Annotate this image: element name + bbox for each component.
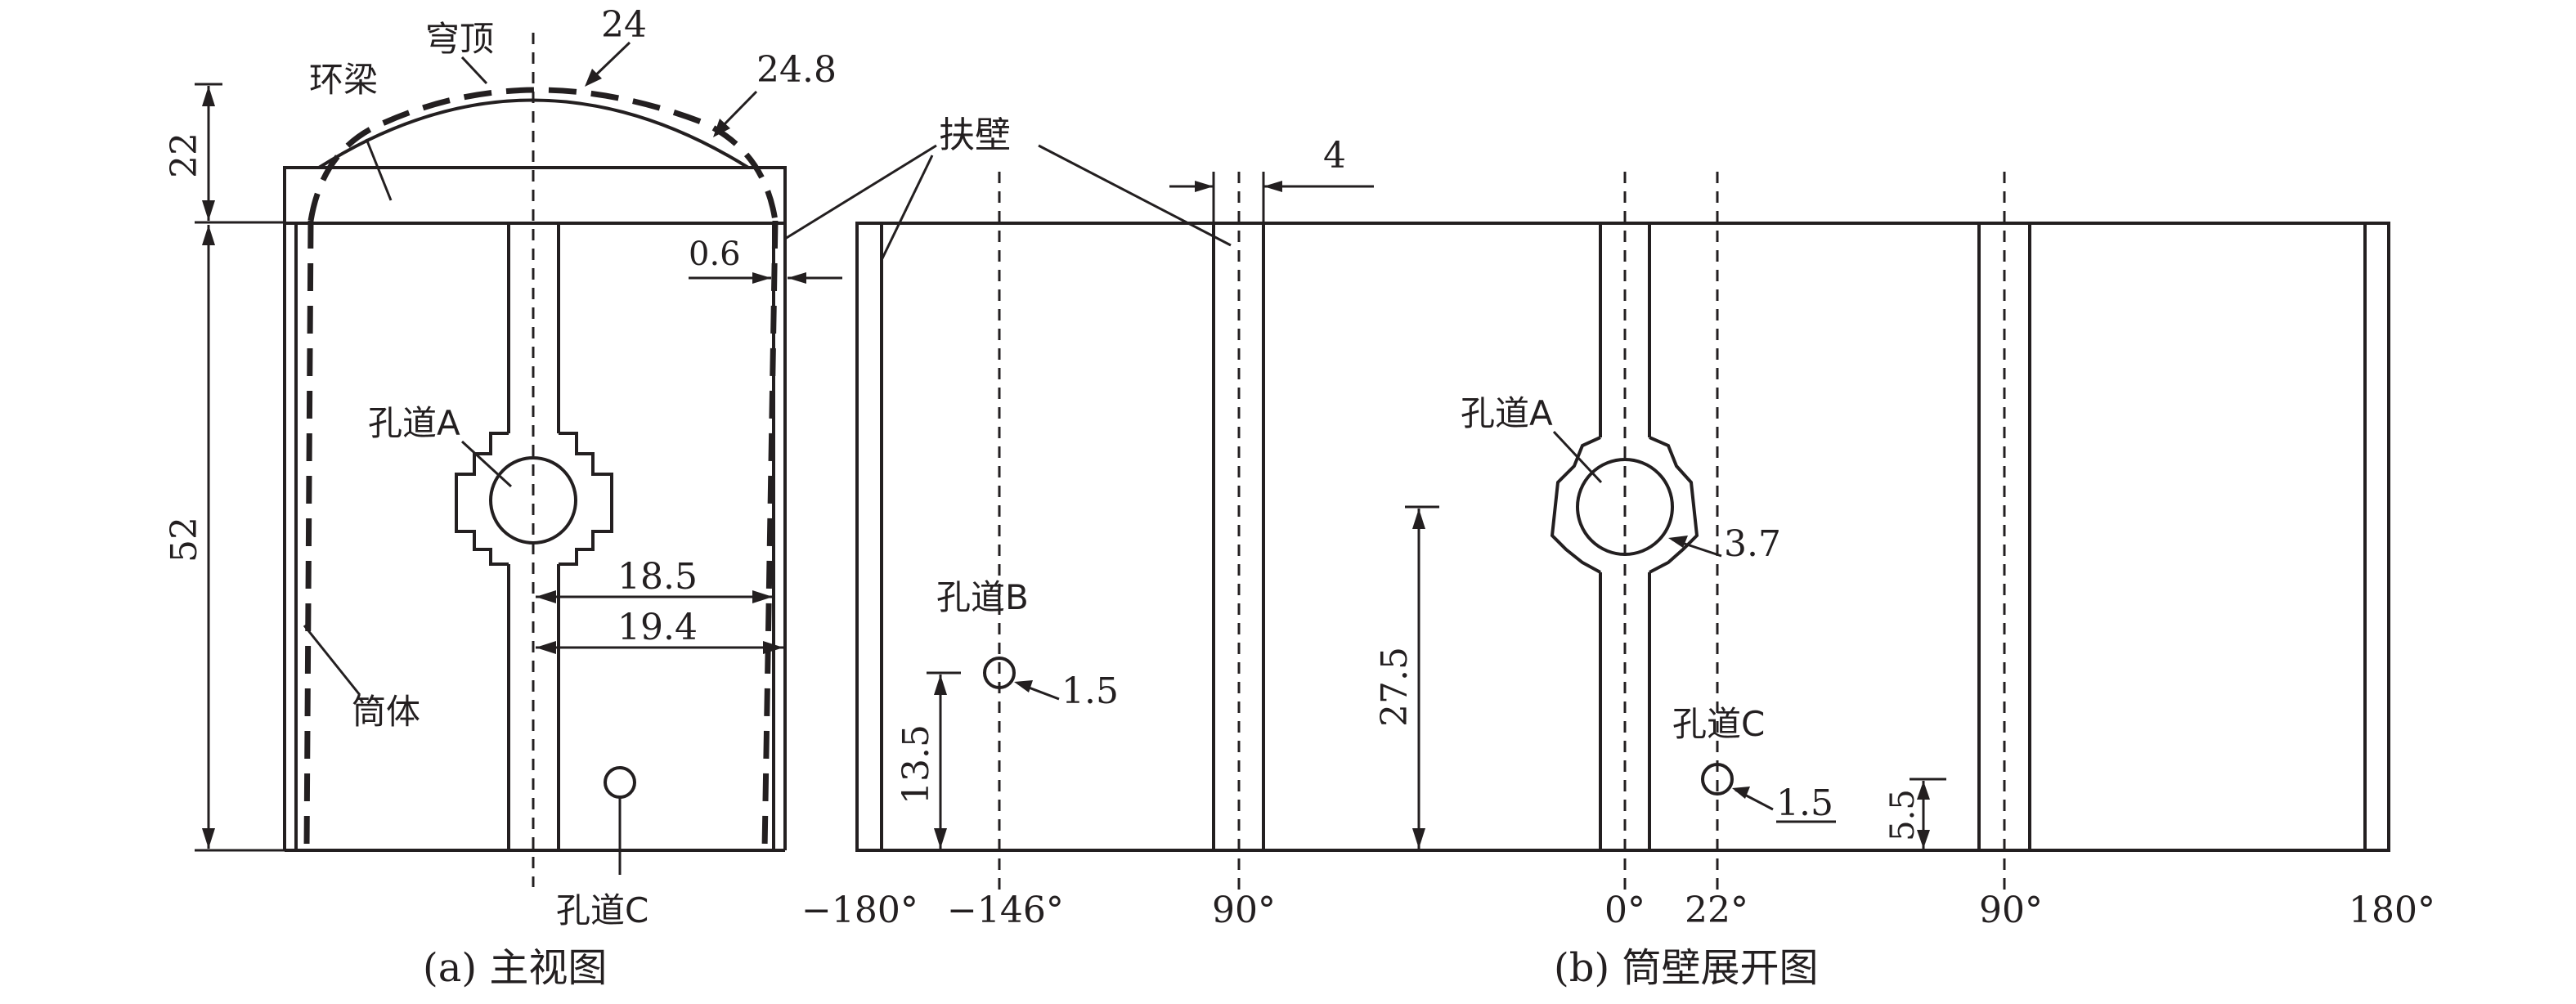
arrow-0-6-right — [788, 272, 806, 284]
front-hole-a-leader — [460, 440, 513, 488]
arrow-5-5-bottom — [1917, 830, 1930, 849]
front-view: 22 52 穹顶 环梁 24 24.8 0.6 18.5 — [164, 4, 842, 991]
angle-22: 22° — [1685, 890, 1748, 931]
arrow-22-top — [202, 86, 215, 106]
dim-24-8-text: 24.8 — [756, 49, 837, 91]
cylinder-label-leader — [303, 625, 361, 696]
arrow-27-5-bottom — [1412, 828, 1425, 849]
angle-0: 0° — [1604, 890, 1645, 931]
arrow-4-left — [1195, 181, 1214, 192]
arrow-19-4-right — [763, 641, 783, 654]
dim-5-5-text: 5.5 — [1884, 789, 1922, 841]
dim-4-text: 4 — [1323, 135, 1346, 177]
dim-3-7-text: 3.7 — [1724, 523, 1781, 565]
arrow-hole-c — [1732, 787, 1750, 799]
arrow-22-bottom — [202, 200, 215, 221]
arrow-24-8 — [713, 119, 730, 137]
dome-dashed-arc — [307, 87, 779, 222]
front-hole-c-label: 孔道C — [556, 890, 648, 930]
arrow-24 — [585, 69, 602, 87]
front-view-caption: (a) 主视图 — [423, 945, 607, 991]
front-hole-a-label: 孔道A — [368, 403, 460, 443]
dim-0-6-text: 0.6 — [689, 235, 741, 273]
arrow-27-5-top — [1412, 509, 1425, 529]
hole-b-label: 孔道B — [936, 577, 1029, 617]
ring-beam — [283, 166, 787, 225]
arrow-19-4-left — [536, 641, 556, 654]
arrow-18-5-right — [752, 590, 773, 603]
angle-minus-146: −146° — [947, 890, 1064, 931]
buttress-leader-left — [880, 155, 934, 261]
arrow-52-bottom — [202, 828, 215, 849]
arrow-5-5-top — [1917, 781, 1930, 800]
angle-180: 180° — [2349, 890, 2435, 931]
hole-c-circle — [604, 766, 636, 799]
development-view: 4 扶壁 孔道A 3.7 27.5 孔道B 1.5 13.5 孔道C 1.5 — [784, 114, 2435, 991]
dim-52-text: 52 — [164, 517, 205, 563]
dim-27-5-text: 27.5 — [1374, 647, 1416, 727]
arrow-13-5-top — [934, 675, 947, 695]
ring-beam-label: 环梁 — [309, 60, 378, 100]
cylinder-label: 筒体 — [352, 692, 420, 732]
development-outline — [855, 222, 2390, 852]
dim-hole-b-text: 1.5 — [1061, 670, 1119, 712]
arrow-3-7 — [1668, 536, 1688, 548]
dim-19-4-text: 19.4 — [617, 607, 698, 648]
development-view-caption: (b) 筒壁展开图 — [1554, 945, 1818, 991]
arrow-13-5-bottom — [934, 828, 947, 849]
angle-minus-180: −180° — [801, 890, 918, 931]
dim-18-5-text: 18.5 — [617, 556, 698, 598]
arrow-52-top — [202, 225, 215, 245]
dev-hole-a-block — [1550, 436, 1699, 574]
dev-hole-a-leader — [1552, 430, 1603, 484]
dim-13-5-text: 13.5 — [895, 724, 937, 805]
buttress-label: 扶壁 — [939, 114, 1011, 156]
cylinder-dashed-right — [761, 220, 779, 851]
dev-hole-a-label: 孔道A — [1461, 393, 1553, 433]
dim-22-text: 22 — [164, 132, 205, 178]
dim-hole-c-text: 1.5 — [1776, 782, 1833, 824]
arrow-4-right — [1263, 181, 1282, 192]
angle-90-left: 90° — [1212, 890, 1276, 931]
ring-beam-label-leader — [365, 138, 393, 201]
hole-a-block — [455, 432, 613, 566]
buttress-leader-front — [784, 144, 937, 240]
arrow-hole-b — [1014, 680, 1033, 692]
arrow-0-6-left — [752, 272, 771, 284]
dim-24-text: 24 — [601, 4, 647, 46]
cylinder-dashed-left — [303, 220, 314, 851]
dome-label-leader — [460, 56, 488, 85]
arrow-18-5-left — [536, 590, 556, 603]
buttress-leader-center — [1038, 144, 1232, 247]
angle-90-right: 90° — [1979, 890, 2043, 931]
dome-label: 穹顶 — [425, 19, 494, 59]
dev-hole-c-label: 孔道C — [1672, 704, 1765, 744]
